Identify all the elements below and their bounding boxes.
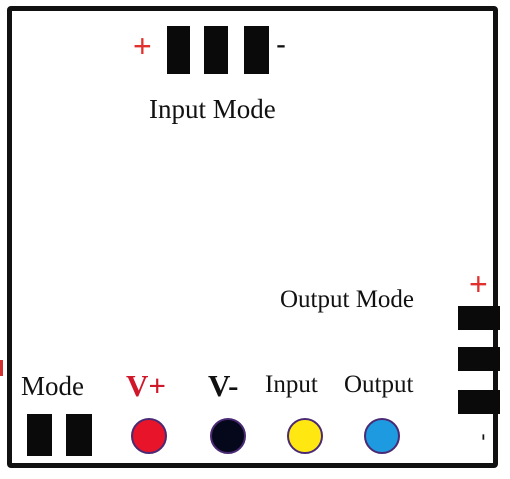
input-mode-minus-sign: - <box>276 28 286 61</box>
output-mode-pin-3[interactable] <box>458 390 500 414</box>
output-mode-pin-1[interactable] <box>458 306 500 330</box>
input-mode-plus-sign: + <box>133 28 152 64</box>
input-mode-pin-1[interactable] <box>167 26 190 74</box>
input-mode-pin-3[interactable] <box>244 26 269 74</box>
v-plus-terminal[interactable] <box>131 418 167 454</box>
output-mode-label: Output Mode <box>280 286 415 313</box>
output-mode-plus-sign: + <box>469 266 488 302</box>
mode-pin-1[interactable] <box>27 414 52 456</box>
board-outline <box>7 6 498 468</box>
input-mode-label: Input Mode <box>149 94 276 124</box>
v-plus-label: V+ <box>126 368 167 403</box>
v-minus-terminal[interactable] <box>210 418 246 454</box>
input-terminal[interactable] <box>287 418 323 454</box>
input-label: Input <box>265 371 318 398</box>
mode-pin-2[interactable] <box>66 414 92 456</box>
input-mode-pin-2[interactable] <box>204 26 228 74</box>
output-mode-pin-2[interactable] <box>458 347 500 371</box>
output-terminal[interactable] <box>364 418 400 454</box>
output-label: Output <box>344 371 414 398</box>
mode-label: Mode <box>21 371 84 401</box>
edge-mark <box>0 360 3 376</box>
output-mode-minus-sign: - <box>472 433 498 441</box>
v-minus-label: V- <box>208 368 239 403</box>
